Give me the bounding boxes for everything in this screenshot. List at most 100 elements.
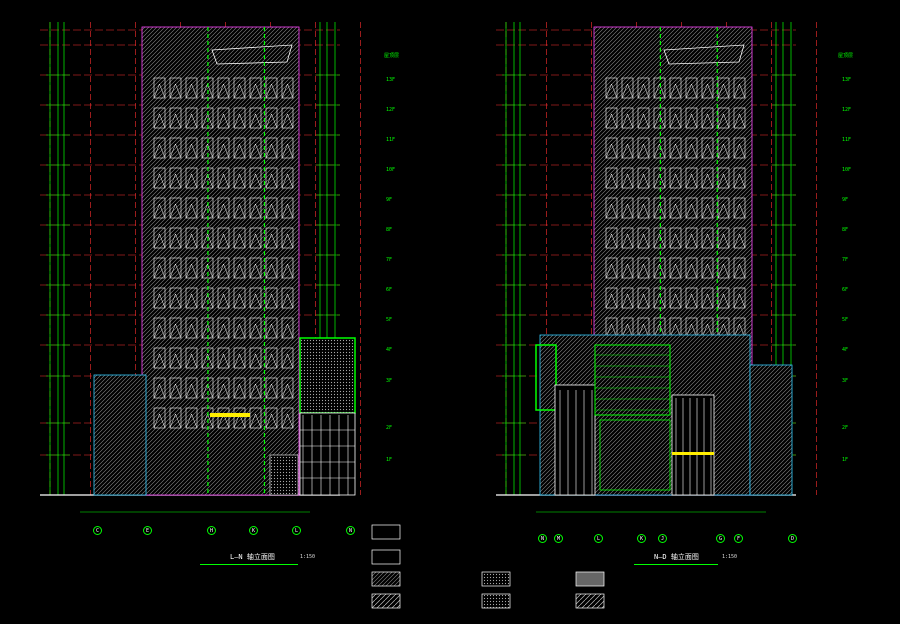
left-window-8-2 (185, 317, 198, 339)
left-window-5-8 (281, 227, 294, 249)
left-window-mark-1-6 (249, 113, 262, 129)
right-window-6-3 (653, 257, 666, 279)
left-window-1-2 (185, 107, 198, 129)
right-window-7-7 (717, 287, 730, 309)
left-window-mark-7-0 (153, 293, 166, 309)
left-window-2-0 (153, 137, 166, 159)
right-window-2-3 (653, 137, 666, 159)
left-window-mark-8-8 (281, 323, 294, 339)
right-window-3-3 (653, 167, 666, 189)
left-window-8-4 (217, 317, 230, 339)
left-window-mark-8-4 (217, 323, 230, 339)
left-axis-bubble-n: N (346, 526, 355, 535)
left-window-mark-2-3 (201, 143, 214, 159)
left-elevation-scale: 1:150 (300, 554, 316, 560)
left-window-mark-10-2 (185, 383, 198, 399)
right-window-mark-5-2 (637, 233, 650, 249)
left-window-mark-9-0 (153, 353, 166, 369)
left-window-mark-6-2 (185, 263, 198, 279)
left-floor-tag-12f: 12F (386, 107, 396, 113)
left-floor-tag-6f: 6F (386, 287, 393, 293)
left-window-0-4 (217, 77, 230, 99)
left-window-7-7 (265, 287, 278, 309)
right-window-4-2 (637, 197, 650, 219)
right-axis-bubble-d: D (788, 534, 797, 543)
left-window-1-6 (249, 107, 262, 129)
right-window-mark-6-5 (685, 263, 698, 279)
left-window-mark-11-7 (265, 413, 278, 429)
right-window-mark-4-2 (637, 203, 650, 219)
right-window-6-2 (637, 257, 650, 279)
right-window-4-4 (669, 197, 682, 219)
legend-hatch-texture-5 (371, 593, 401, 609)
left-window-mark-1-8 (281, 113, 294, 129)
left-window-9-1 (169, 347, 182, 369)
left-window-2-5 (233, 137, 246, 159)
right-window-mark-3-8 (733, 173, 746, 189)
left-window-mark-4-6 (249, 203, 262, 219)
right-window-mark-2-5 (685, 143, 698, 159)
left-window-0-0 (153, 77, 166, 99)
right-window-mark-3-6 (701, 173, 714, 189)
right-window-1-6 (701, 107, 714, 129)
left-window-mark-4-4 (217, 203, 230, 219)
left-roof-crown (211, 44, 293, 65)
left-window-mark-6-0 (153, 263, 166, 279)
left-window-mark-6-4 (217, 263, 230, 279)
right-window-mark-4-0 (605, 203, 618, 219)
left-window-mark-5-4 (217, 233, 230, 249)
left-window-mark-8-5 (233, 323, 246, 339)
left-window-mark-2-7 (265, 143, 278, 159)
left-window-mark-5-1 (169, 233, 182, 249)
left-window-mark-5-6 (249, 233, 262, 249)
right-window-6-6 (701, 257, 714, 279)
left-window-2-6 (249, 137, 262, 159)
left-axis-bubble-h: H (207, 526, 216, 535)
left-window-10-2 (185, 377, 198, 399)
right-floor-tag-10f: 10F (842, 167, 852, 173)
right-title-underline (634, 564, 718, 565)
right-window-0-2 (637, 77, 650, 99)
right-window-mark-1-5 (685, 113, 698, 129)
right-podium-green-frame (535, 344, 557, 411)
left-window-8-6 (249, 317, 262, 339)
left-floor-tag-3f: 3F (386, 378, 393, 384)
right-lower-frame (599, 419, 671, 491)
left-window-9-3 (201, 347, 214, 369)
left-window-4-2 (185, 197, 198, 219)
right-window-3-7 (717, 167, 730, 189)
left-window-mark-8-0 (153, 323, 166, 339)
left-podium-east-glass (299, 412, 356, 496)
left-window-mark-6-8 (281, 263, 294, 279)
left-window-mark-8-6 (249, 323, 262, 339)
left-elevation-title: L–N 轴立面图 (230, 553, 275, 561)
left-window-mark-3-8 (281, 173, 294, 189)
right-window-mark-3-7 (717, 173, 730, 189)
left-window-mark-2-0 (153, 143, 166, 159)
left-window-mark-10-1 (169, 383, 182, 399)
left-window-6-4 (217, 257, 230, 279)
right-window-7-1 (621, 287, 634, 309)
left-window-5-1 (169, 227, 182, 249)
right-window-mark-5-8 (733, 233, 746, 249)
right-elevation-title: N–D 轴立面图 (654, 553, 699, 561)
left-window-7-2 (185, 287, 198, 309)
left-window-mark-2-6 (249, 143, 262, 159)
right-window-mark-2-4 (669, 143, 682, 159)
left-window-3-8 (281, 167, 294, 189)
right-window-mark-0-4 (669, 83, 682, 99)
left-window-8-8 (281, 317, 294, 339)
left-window-mark-8-7 (265, 323, 278, 339)
right-window-7-5 (685, 287, 698, 309)
left-window-mark-10-4 (217, 383, 230, 399)
right-window-2-7 (717, 137, 730, 159)
right-window-mark-8-4 (669, 323, 682, 339)
right-window-mark-0-2 (637, 83, 650, 99)
right-window-2-6 (701, 137, 714, 159)
left-window-mark-6-6 (249, 263, 262, 279)
right-window-7-0 (605, 287, 618, 309)
right-window-2-2 (637, 137, 650, 159)
left-floor-tag-4f: 4F (386, 347, 393, 353)
right-window-mark-4-7 (717, 203, 730, 219)
right-window-mark-5-0 (605, 233, 618, 249)
